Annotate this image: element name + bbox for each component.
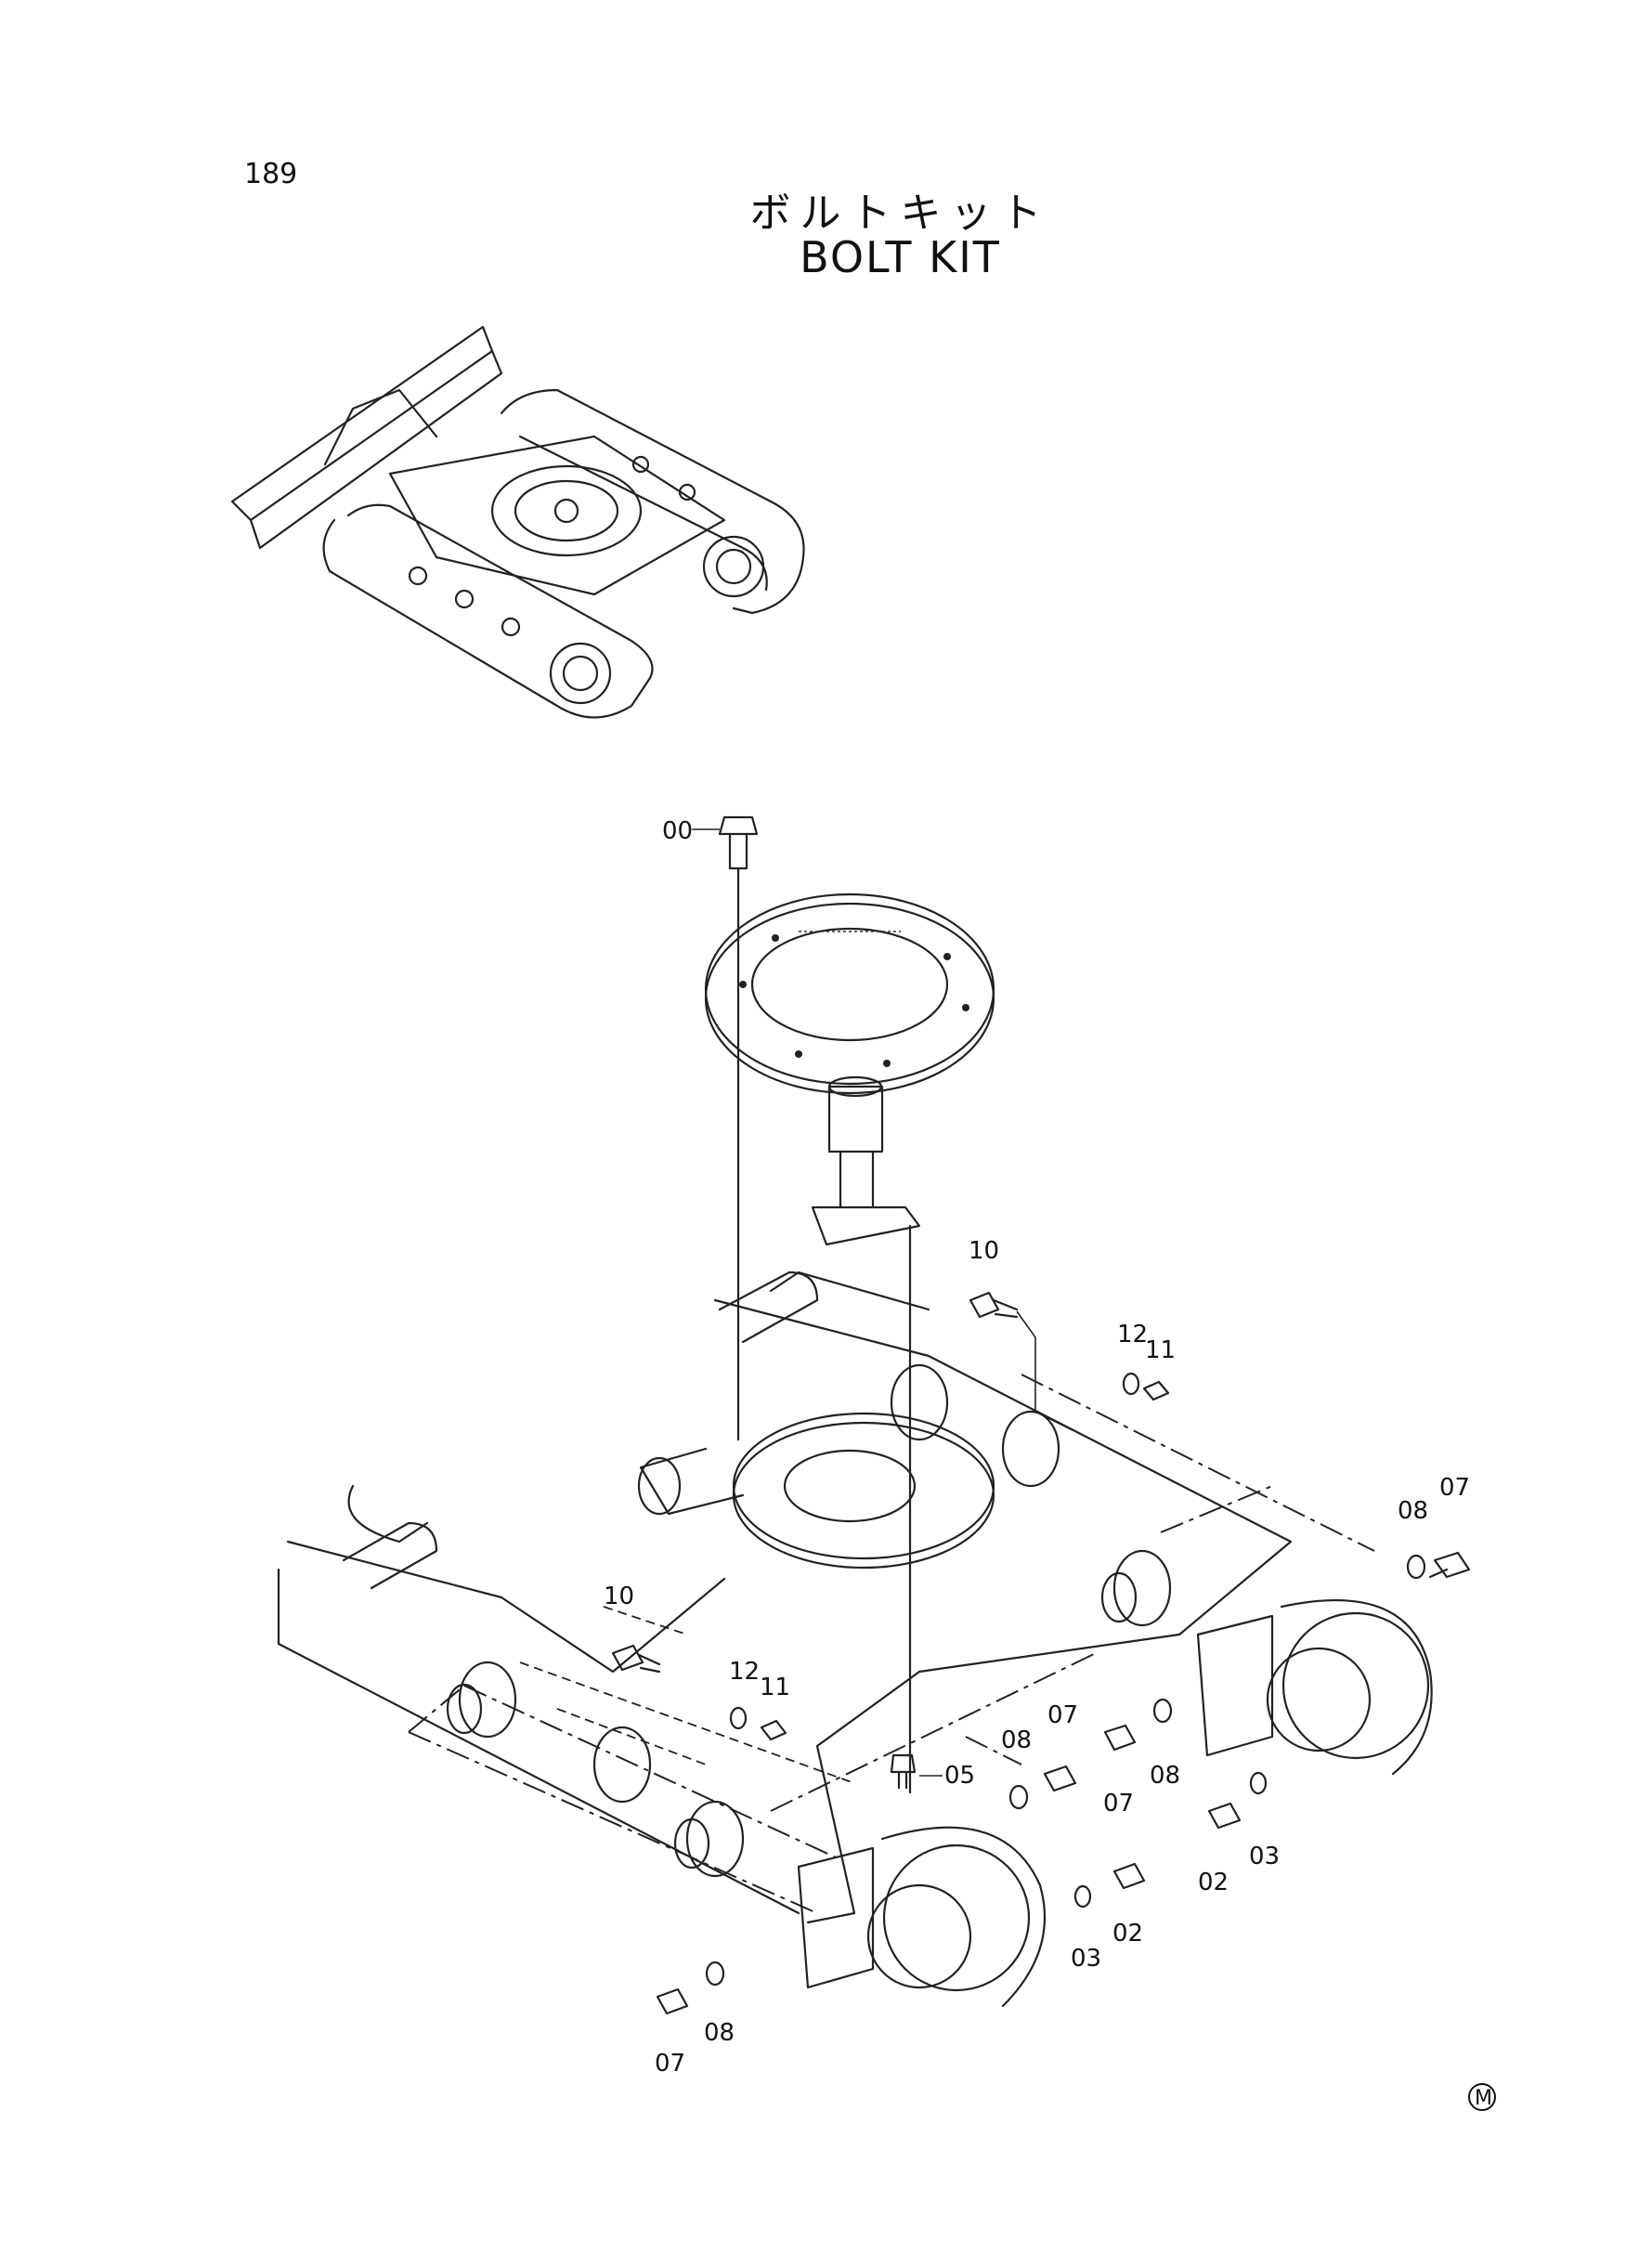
washer-03-left [1073,1884,1092,1909]
nut-11-upper [1142,1380,1170,1401]
callout-07-right: 07 [1439,1474,1470,1502]
bolt-02-left [1112,1862,1146,1890]
callout-07-center: 07 [1047,1701,1078,1729]
track-frame [277,1270,1293,1924]
page-number: 189 [244,158,298,190]
bolt-07-lower [656,1987,689,2015]
bolt-07-right [1428,1551,1471,1579]
bolt-07-mid [1103,1724,1137,1752]
nut-11-lower [760,1719,787,1741]
washer-08-center [1008,1784,1029,1810]
swing-bearing [704,892,995,1095]
mark-letter: M [1475,2087,1492,2110]
washer-03-right [1249,1771,1268,1795]
right-travel-motor [1196,1599,1433,1776]
callout-11-upper: 11 [1145,1336,1176,1364]
callout-11-lower: 11 [760,1674,790,1701]
callout-08-center: 08 [1001,1726,1032,1754]
callout-07-lower: 07 [655,2050,685,2078]
callout-02-right: 02 [1198,1869,1229,1896]
callout-08-right: 08 [1398,1497,1428,1525]
bolt-10-upper [969,1291,1073,1431]
callout-10-lower: 10 [604,1583,634,1610]
bolt-02-right [1207,1802,1242,1830]
title-japanese: ボルトキット [749,189,1051,237]
callout-12-upper: 12 [1117,1321,1148,1348]
center-joint [811,1075,921,1794]
left-travel-motor [797,1826,1047,2008]
callout-08-lower: 08 [704,2019,735,2047]
washer-12-upper [1122,1372,1140,1396]
callout-02-left: 02 [1112,1920,1143,1948]
callout-03-right: 03 [1249,1843,1280,1870]
circled-m-mark: M [1468,2083,1496,2111]
washer-08-lower [705,1961,725,1987]
left-track-guard [342,1270,819,1590]
bolt-07-center [1043,1765,1077,1792]
washer-08-mid [1152,1698,1173,1724]
callout-12-lower: 12 [729,1658,760,1686]
title-english: BOLT KIT [800,232,1001,282]
callout-03-left: 03 [1071,1945,1101,1973]
callout-00: 00 [662,817,693,845]
overview-machine-illustration [230,325,805,719]
callout-10-upper: 10 [969,1237,999,1265]
callout-08-mid: 08 [1150,1762,1180,1790]
washer-12-lower [729,1706,748,1730]
track-rollers [446,1363,1172,1878]
callout-07-mid: 07 [1103,1790,1134,1818]
washer-08-right [1406,1554,1426,1580]
callout-05: 05 [944,1762,975,1790]
bolt-10-lower [611,1644,661,1674]
main-exploded-view: 00 10 12 11 07 08 10 12 11 05 08 07 07 0… [277,815,1471,2078]
bolt-05 [890,1753,943,1790]
bolt-00 [692,815,759,870]
